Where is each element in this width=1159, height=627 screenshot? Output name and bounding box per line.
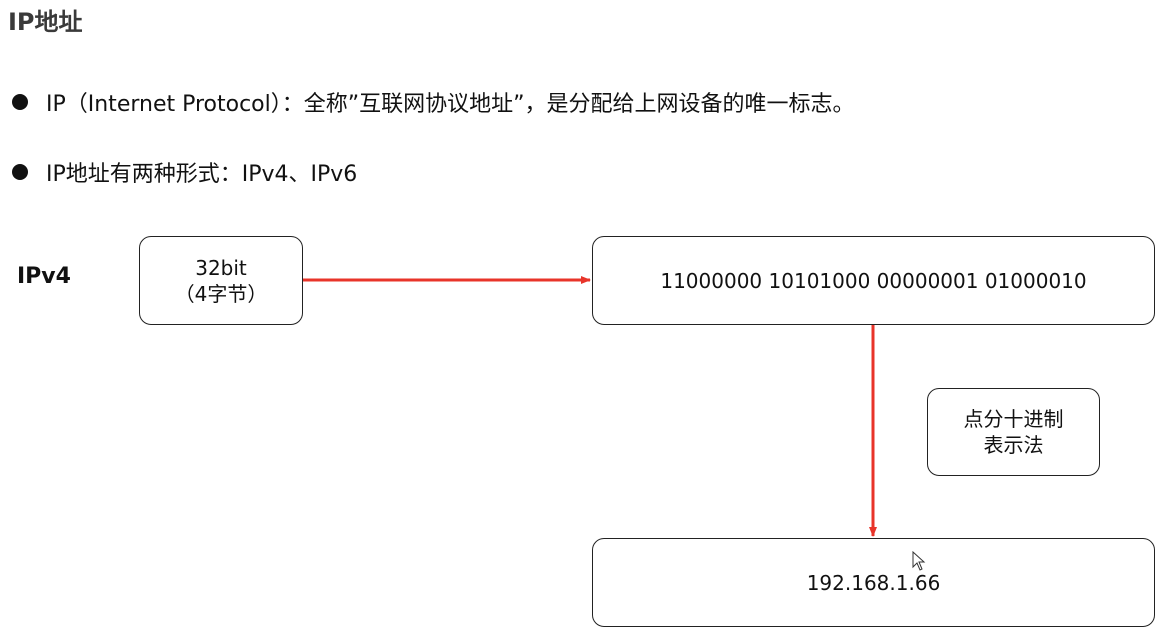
note-line-2: 表示法 [983, 433, 1044, 457]
note-line-1: 点分十进制 [963, 407, 1064, 431]
mouse-cursor-icon [912, 551, 926, 571]
dotted-decimal-note-box: 点分十进制 表示法 [927, 388, 1100, 476]
binary-address-box: 11000000 10101000 00000001 01000010 [592, 236, 1155, 325]
decimal-address-box: 192.168.1.66 [592, 538, 1155, 627]
byte-length-text: （4字节） [174, 281, 268, 306]
decimal-address-text: 192.168.1.66 [806, 570, 941, 595]
bullet-item-ip-forms: IP地址有两种形式：IPv4、IPv6 [12, 156, 357, 188]
bit-length-text: 32bit [195, 255, 247, 280]
bullet-text: IP地址有两种形式：IPv4、IPv6 [46, 162, 358, 187]
bit-length-box: 32bit （4字节） [139, 236, 303, 325]
bullet-dot-icon [12, 164, 28, 180]
bullet-dot-icon [12, 94, 28, 110]
bullet-item-ip-definition: IP（Internet Protocol）：全称”互联网协议地址”，是分配给上网… [12, 86, 855, 118]
page-title: IP地址 [8, 8, 83, 36]
binary-address-text: 11000000 10101000 00000001 01000010 [660, 268, 1087, 293]
ipv4-row-label: IPv4 [17, 264, 71, 289]
bullet-text: IP（Internet Protocol）：全称”互联网协议地址”，是分配给上网… [46, 92, 855, 117]
